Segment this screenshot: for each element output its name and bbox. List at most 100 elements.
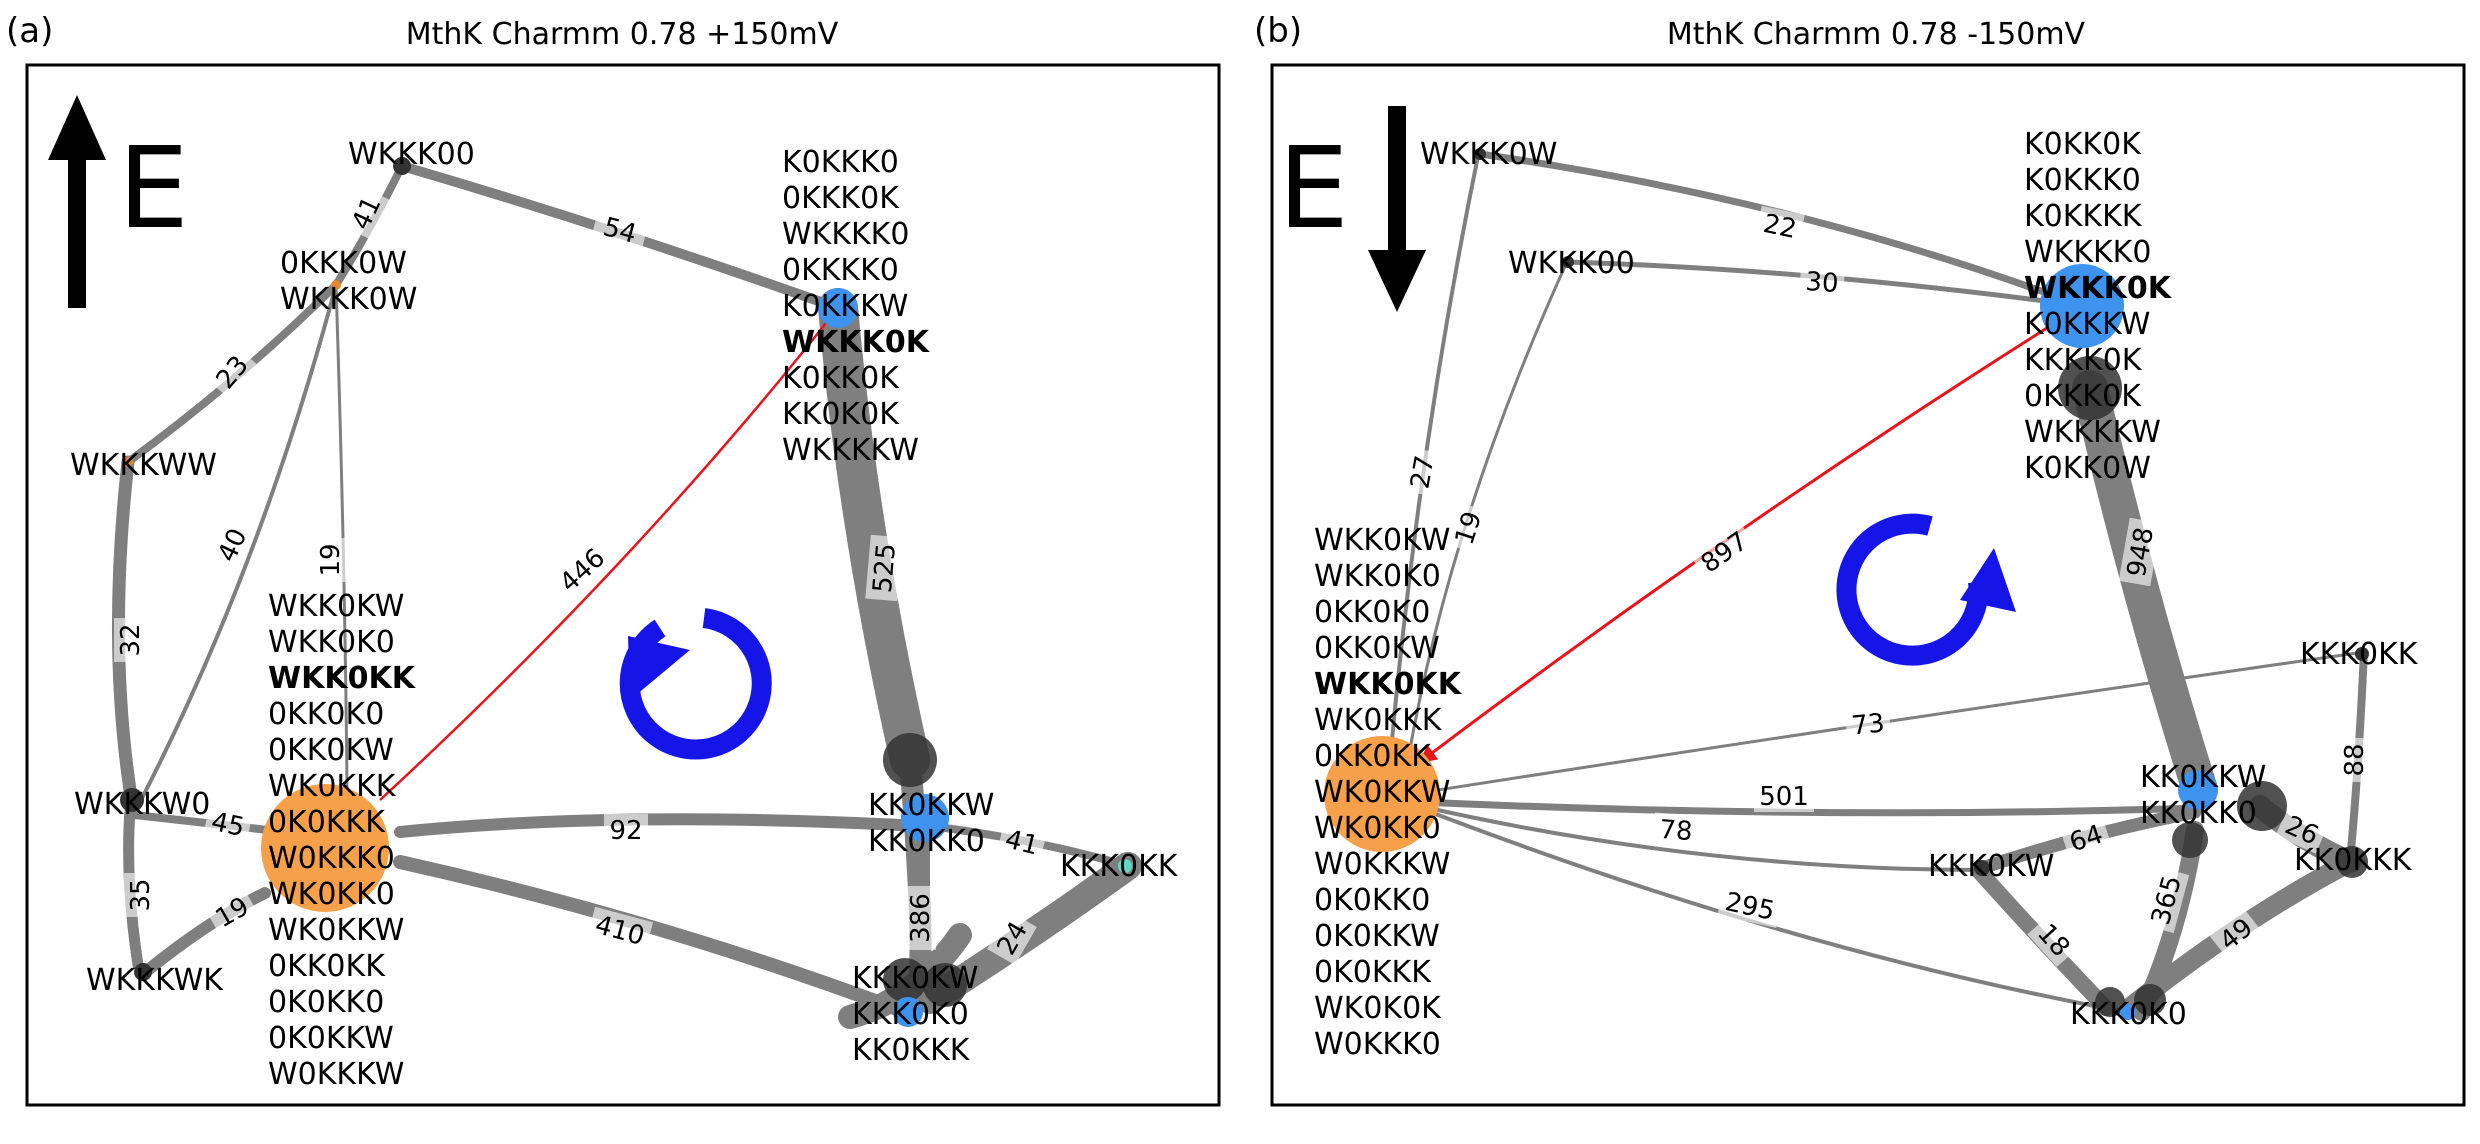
panel-a-frame bbox=[25, 63, 1221, 1107]
panel-b-node-labels: WKKK0W WKKK00 KKK0KK KK0KKW KK0KK0 KKK0K… bbox=[1420, 137, 2419, 1032]
node-label: 0KKK0K bbox=[2024, 379, 2142, 414]
panel-a-big-node-labels: WKK0KW WKK0K0 WKK0KK 0KK0K0 0KK0KW WK0KK… bbox=[268, 589, 417, 1092]
panel-a-title: MthK Charmm 0.78 +150mV bbox=[406, 17, 839, 52]
node-label: 0KK0K0 bbox=[1314, 595, 1430, 630]
node-marker-blue bbox=[901, 794, 949, 842]
node-label: WK0KK0 bbox=[1314, 811, 1441, 846]
node-label: WK0KK0 bbox=[268, 877, 395, 912]
panel-a-lower-right-labels: KK0KKW KK0KK0 KKK0KK KKK0KW KKK0K0 KK0KK… bbox=[852, 788, 1179, 1068]
node-label: WKKK0W bbox=[1420, 137, 1557, 172]
node-marker bbox=[1974, 860, 1990, 876]
node-label: KK0KK0 bbox=[2140, 796, 2257, 831]
node-label: KK0KKW bbox=[868, 788, 994, 823]
node-label: K0KKKK bbox=[2024, 199, 2143, 234]
node-marker bbox=[1118, 859, 1132, 873]
node-label: KKK0K0 bbox=[2070, 997, 2187, 1032]
node-label: KKK0K0 bbox=[852, 997, 969, 1032]
node-marker bbox=[2336, 846, 2368, 878]
panel-b-frame bbox=[1270, 63, 2466, 1107]
node-label: 0KK0KK bbox=[1314, 739, 1432, 774]
node-label: 0KK0K0 bbox=[268, 697, 384, 732]
node-marker-blue bbox=[2120, 1004, 2136, 1020]
node-label: KK0KK0 bbox=[868, 824, 985, 859]
edge bbox=[1418, 804, 1984, 872]
edge-highlight bbox=[379, 306, 839, 801]
edge-label: 501 bbox=[1759, 782, 1809, 812]
edge-label: 32 bbox=[116, 623, 146, 656]
node-label-bold: WKKK0K bbox=[2024, 271, 2173, 306]
node-label: 0KKK0K bbox=[782, 181, 900, 216]
edge-label: 92 bbox=[609, 816, 642, 846]
edge-label: 45 bbox=[208, 807, 247, 843]
panel-b-edges bbox=[1390, 150, 2368, 1021]
edge bbox=[1418, 806, 2128, 1014]
node-label: WKKKKW bbox=[2024, 415, 2161, 450]
node-marker-blue bbox=[2178, 770, 2218, 810]
edge bbox=[818, 288, 930, 780]
edge-label: 73 bbox=[1850, 708, 1886, 741]
node-label: 0K0KKK bbox=[268, 805, 386, 840]
node-label: KKK0KW bbox=[852, 961, 978, 996]
node-label: 0KK0KK bbox=[268, 949, 386, 984]
node-label: WKK0K0 bbox=[1314, 559, 1441, 594]
node-label: W0KKKW bbox=[1314, 847, 1450, 882]
node-label: K0KKKW bbox=[2024, 307, 2150, 342]
edge bbox=[393, 855, 912, 1019]
panel-b-node-markers bbox=[1324, 148, 2369, 1020]
panel-b: (b) MthK Charmm 0.78 -150mV E bbox=[1254, 11, 2466, 1107]
field-up-arrow-icon bbox=[48, 95, 106, 308]
node-label: 0KKK0W bbox=[280, 246, 407, 281]
node-label: KK0K0K bbox=[782, 397, 900, 432]
edge-label: 19 bbox=[316, 543, 346, 576]
edge bbox=[1390, 154, 1480, 742]
edge-label: 78 bbox=[1658, 815, 1693, 847]
node-marker bbox=[2134, 984, 2166, 1016]
edge-label: 525 bbox=[868, 542, 902, 594]
node-label: 0K0KKW bbox=[1314, 919, 1440, 954]
node-marker-orange bbox=[261, 784, 389, 912]
node-label: KK0KKW bbox=[2140, 760, 2266, 795]
edge bbox=[142, 887, 271, 976]
panel-b-title: MthK Charmm 0.78 -150mV bbox=[1667, 17, 2086, 52]
node-label: WKKKWK bbox=[86, 963, 224, 998]
cycle-clockwise-icon bbox=[1836, 513, 2016, 666]
node-marker-blue bbox=[818, 288, 858, 328]
panel-a-node-markers bbox=[120, 157, 1132, 1027]
node-label: 0K0KK0 bbox=[1314, 883, 1430, 918]
node-label: WKKKKW bbox=[782, 433, 919, 468]
node-label: KK0KKK bbox=[2294, 843, 2413, 878]
node-label: W0KKK0 bbox=[1314, 1027, 1441, 1062]
node-marker-blue bbox=[893, 997, 923, 1027]
node-label: WKKKK0 bbox=[2024, 235, 2151, 270]
node-label: 0KK0KW bbox=[268, 733, 394, 768]
node-label: WK0KKW bbox=[1314, 775, 1450, 810]
node-label: K0KKK0 bbox=[782, 145, 899, 180]
node-label: K0KK0K bbox=[782, 361, 900, 396]
node-label: K0KK0K bbox=[2024, 127, 2142, 162]
node-label: WKKKW0 bbox=[74, 787, 210, 822]
node-label-bold: WKK0KK bbox=[268, 661, 417, 696]
node-label: WKKK00 bbox=[348, 137, 475, 172]
node-marker bbox=[2355, 647, 2369, 661]
node-label: 0K0KKK bbox=[1314, 955, 1432, 990]
edge-label: 35 bbox=[126, 878, 156, 911]
node-label: K0KKKW bbox=[782, 289, 908, 324]
panel-a-edge-labels: 54 41 23 40 19 32 446 525 45 35 19 92 41… bbox=[114, 186, 1048, 966]
node-label: KK0KKK bbox=[852, 1033, 971, 1068]
node-label: WK0KKK bbox=[268, 769, 397, 804]
node-label: K0KKK0 bbox=[2024, 163, 2141, 198]
cycle-clockwise-icon bbox=[619, 608, 772, 760]
node-label: WK0K0K bbox=[1314, 991, 1442, 1026]
node-label: WKK0KW bbox=[1314, 523, 1450, 558]
node-marker bbox=[134, 963, 152, 981]
field-label: E bbox=[1278, 124, 1349, 254]
node-label: 0K0KKW bbox=[268, 1021, 394, 1056]
node-marker bbox=[2172, 822, 2208, 858]
node-marker bbox=[2237, 781, 2287, 831]
panel-b-top-stack-labels: K0KK0K K0KKK0 K0KKKK WKKKK0 WKKK0K K0KKK… bbox=[2024, 127, 2173, 486]
edge bbox=[2072, 370, 2218, 808]
node-marker-blue bbox=[2040, 264, 2124, 348]
node-marker bbox=[1562, 256, 1574, 268]
node-label: WK0KKK bbox=[1314, 703, 1443, 738]
